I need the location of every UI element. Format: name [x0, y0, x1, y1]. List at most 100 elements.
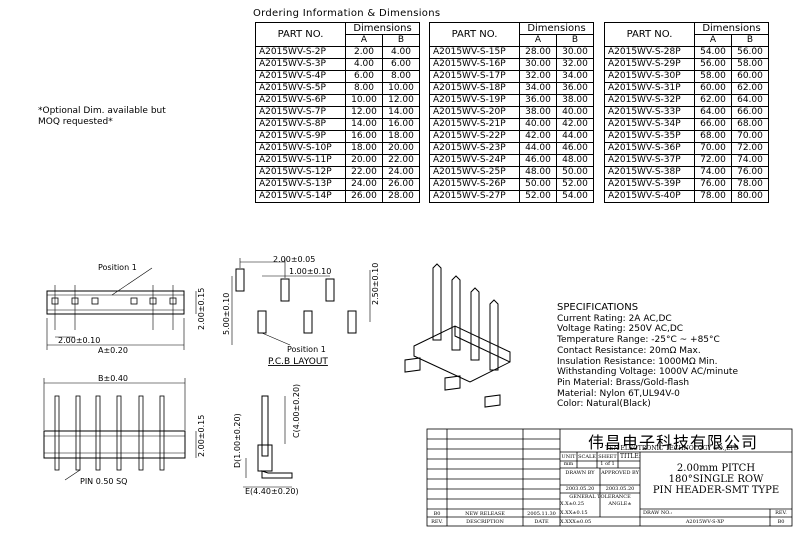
drawing-title: 2.00mm PITCH 180°SINGLE ROW PIN HEADER-S…	[640, 463, 792, 496]
spec-line: Material: Nylon 6T,UL94V-0	[557, 388, 680, 399]
spec-line: Withstanding Voltage: 1000V AC/minute	[557, 367, 738, 378]
angle-label: ANGLE±	[608, 501, 632, 507]
revision-description: NEW RELEASE	[465, 511, 505, 517]
note-line-1: *Optional Dim. available but	[38, 106, 166, 116]
spec-line: Temperature Range: -25°C ~ +85°C	[557, 335, 720, 346]
approved-date: 2003.05.20	[605, 486, 635, 492]
dim-a: A±0.20	[98, 346, 128, 355]
company-name-cn: 伟昌电子科技有限公司	[588, 433, 759, 452]
scale-label: SCALE	[578, 454, 596, 460]
rev-label: REV.	[775, 510, 787, 516]
dim-body-height: 2.00±0.15	[197, 415, 206, 457]
pin-size-label: PIN 0.50 SQ	[80, 477, 127, 486]
pcb-pitch: 2.00±0.05	[273, 255, 315, 264]
unit-value: mm	[563, 461, 574, 467]
dim-a-cell: 78.00	[694, 190, 732, 203]
dim-b-cell: 80.00	[731, 190, 769, 203]
dim-b-cell: 28.00	[382, 190, 420, 203]
dim-b-cell: 18.00	[382, 130, 420, 143]
unit-label: UNIT	[561, 454, 576, 460]
pcb-row-spacing: 5.00±0.10	[222, 293, 231, 335]
isometric-view	[404, 263, 511, 408]
dim-b-cell: 54.00	[556, 190, 594, 203]
pcb-layout	[231, 258, 371, 346]
description-header: DESCRIPTION	[466, 519, 504, 525]
company-name-en: TEN ELECTRONIC TECHNOLOGY CO.,LTD	[605, 445, 739, 452]
sheet-label: SHEET	[598, 454, 617, 460]
dim-b: B±0.40	[98, 374, 128, 383]
title-line-2: 180°SINGLE ROW	[668, 474, 764, 485]
rev-value: B0	[777, 519, 785, 525]
rev-header: REV.	[431, 519, 443, 525]
pcb-pad-length: 2.50±0.10	[371, 263, 380, 305]
title-line-1: 2.00mm PITCH	[676, 463, 756, 474]
date-header: DATE	[534, 519, 549, 525]
dim-d: D(1.00±0.20)	[233, 413, 242, 468]
revision-date: 2005.11.30	[527, 511, 556, 517]
spec-line: Contact Resistance: 20mΩ Max.	[557, 345, 701, 356]
revision-code: B0	[433, 511, 441, 517]
spec-line: Insulation Resistance: 1000MΩ Min.	[557, 356, 718, 367]
spec-line: Current Rating: 2A AC,DC	[557, 313, 672, 324]
dim-pitch-top: 2.00±0.10	[58, 336, 100, 345]
dim-b-cell: 8.00	[382, 70, 420, 83]
part-number-cell: A2015WV-S-27P	[429, 190, 520, 203]
sheet-value: 1 of 1	[600, 461, 615, 467]
ordering-title: Ordering Information & Dimensions	[253, 8, 441, 19]
draw-number: A2015WV-S-XP	[685, 519, 725, 525]
dim-height-top: 2.00±0.15	[197, 288, 206, 330]
tolerance-3: X.XXX±0.05	[560, 519, 592, 525]
drawn-date: 2003.05.20	[565, 486, 595, 492]
position1-top-label: Position 1	[98, 263, 137, 272]
dim-a-cell: 26.00	[345, 190, 383, 203]
dim-e: E(4.40±0.20)	[245, 487, 299, 496]
tolerance-1: X.X±0.25	[560, 501, 585, 507]
pcb-layout-label: P.C.B LAYOUT	[268, 357, 328, 367]
dim-a-cell: 52.00	[519, 190, 557, 203]
specs-title: SPECIFICATIONS	[557, 302, 639, 313]
tolerance-2: X.XX±0.15	[560, 510, 588, 516]
dim-c: C(4.00±0.20)	[292, 384, 301, 438]
spec-line: Pin Material: Brass/Gold-flash	[557, 377, 690, 388]
drawn-by-label: DRAWN BY	[565, 470, 595, 476]
title-line-3: PIN HEADER-SMT TYPE	[652, 485, 780, 496]
title-label: TITLE:	[620, 453, 641, 460]
draw-no-label: DRAW NO.:	[643, 510, 673, 516]
specifications: SPECIFICATIONS Current Rating: 2A AC,DC …	[557, 302, 738, 410]
spec-line: Color: Natural(Black)	[557, 399, 651, 410]
optional-dim-note: *Optional Dim. available but MOQ request…	[38, 106, 166, 128]
front-view	[43, 378, 197, 481]
general-tolerance-label: GENERAL TOLERANCE	[569, 494, 631, 500]
side-view	[243, 395, 293, 488]
top-view	[46, 267, 197, 350]
pcb-offset: 1.00±0.10	[289, 267, 331, 276]
note-line-2: MOQ requested*	[38, 117, 113, 127]
